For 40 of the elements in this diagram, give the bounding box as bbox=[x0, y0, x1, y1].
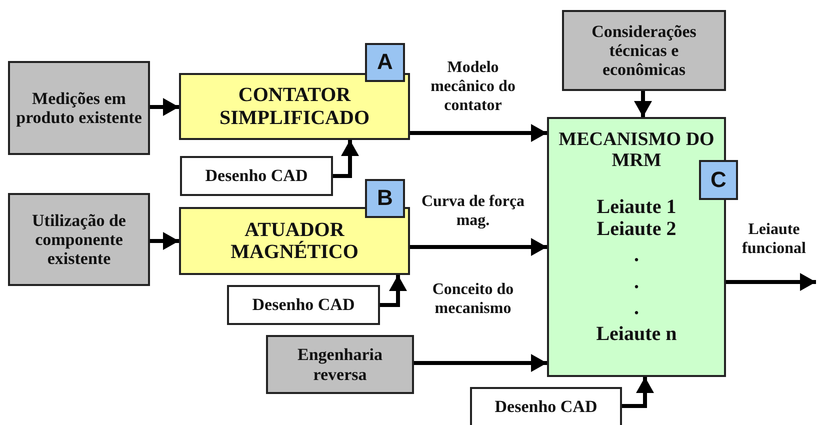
input-box bbox=[8, 193, 150, 286]
arrow bbox=[150, 98, 179, 116]
box-text: Utilização de componente existente bbox=[31, 210, 127, 268]
arrow bbox=[380, 275, 407, 307]
box-text: Considerações técnicas e econômicas bbox=[590, 22, 698, 80]
document-box bbox=[180, 156, 333, 196]
box-text: Leiaute n bbox=[596, 323, 677, 346]
box-text: Leiaute 2 bbox=[596, 218, 676, 240]
input-box bbox=[266, 335, 414, 394]
arrow bbox=[414, 354, 547, 372]
box-text: Medições em produto existente bbox=[15, 88, 143, 128]
document-box bbox=[470, 387, 622, 425]
arrow bbox=[622, 377, 654, 408]
box-text: CONTATOR SIMPLIFICADO bbox=[218, 84, 370, 129]
box-text: . bbox=[634, 270, 639, 294]
input-box bbox=[562, 10, 726, 91]
input-box bbox=[8, 61, 150, 155]
box-text: . bbox=[634, 244, 639, 267]
arrow bbox=[150, 232, 179, 250]
letter-badge bbox=[365, 43, 405, 82]
box-text: . bbox=[634, 297, 639, 320]
box-text: Leiaute 1 bbox=[596, 196, 676, 218]
box-text: ATUADOR MAGNÉTICO bbox=[230, 218, 360, 264]
box-text: B bbox=[377, 186, 393, 211]
box-text: Desenho CAD bbox=[494, 397, 598, 417]
box-text: Desenho CAD bbox=[252, 295, 355, 315]
box-text: A bbox=[377, 50, 393, 75]
arrow bbox=[410, 124, 547, 142]
box-text: Desenho CAD bbox=[205, 166, 308, 186]
mechanism-box bbox=[547, 117, 726, 377]
letter-badge bbox=[699, 160, 738, 200]
arrow bbox=[634, 91, 652, 117]
process-box bbox=[179, 207, 410, 275]
arrow bbox=[726, 273, 816, 291]
arrow bbox=[333, 140, 359, 178]
document-box bbox=[227, 285, 380, 325]
letter-badge bbox=[365, 179, 405, 218]
box-text: Engenharia reversa bbox=[296, 345, 384, 384]
arrow bbox=[410, 238, 547, 256]
process-box bbox=[179, 73, 410, 140]
